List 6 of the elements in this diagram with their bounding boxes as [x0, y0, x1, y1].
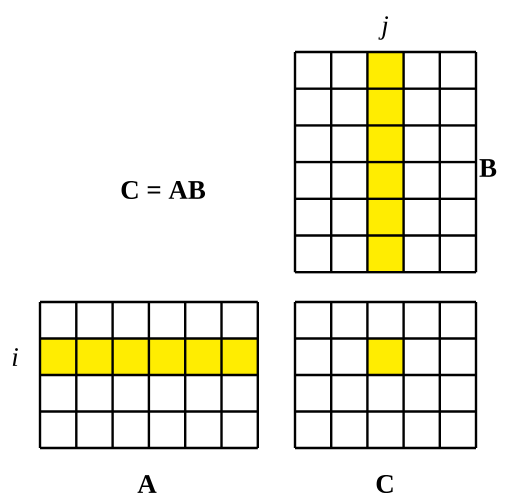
matrix-index: j — [378, 16, 388, 40]
matrix-label: C — [376, 474, 393, 494]
matrix-label: A — [138, 475, 157, 493]
equation-label: C = AB — [122, 180, 206, 200]
matrix-index: i — [12, 348, 18, 366]
matrix-label: B — [479, 159, 496, 177]
